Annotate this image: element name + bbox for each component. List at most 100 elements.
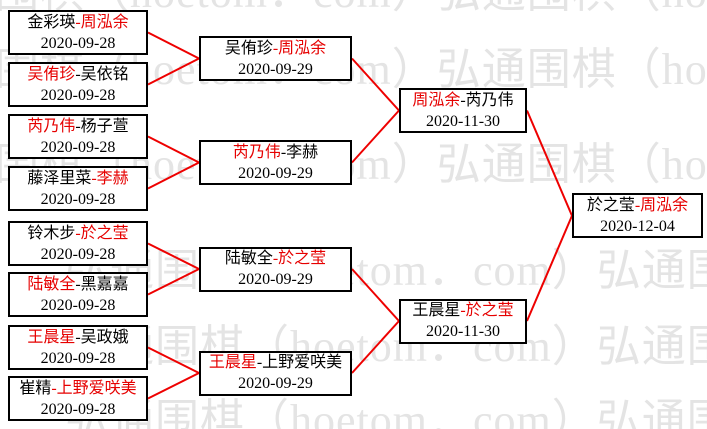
bracket-connector-line bbox=[147, 268, 200, 296]
player-name: 崔精 bbox=[19, 379, 52, 397]
match-players: 金彩瑛-周泓余 bbox=[27, 12, 128, 33]
winner-name: 吴侑珍 bbox=[27, 65, 76, 83]
winner-name: 上野爱咲美 bbox=[56, 379, 137, 397]
player-name: 王晨星 bbox=[412, 302, 461, 319]
match-box-round-1-2: 吴侑珍-吴依铭 2020-09-28 bbox=[8, 62, 148, 107]
match-date: 2020-09-29 bbox=[238, 271, 313, 288]
match-date: 2020-09-28 bbox=[40, 296, 116, 314]
bracket-connector-line bbox=[351, 109, 400, 164]
player-name: 黑嘉嘉 bbox=[80, 275, 129, 293]
name-separator: - bbox=[280, 143, 287, 161]
match-date: 2020-12-04 bbox=[600, 217, 675, 235]
name-separator: - bbox=[460, 302, 466, 319]
winner-name: 王晨星 bbox=[208, 354, 257, 371]
match-box-semifinals-1: 周泓余-芮乃伟 2020-11-30 bbox=[399, 88, 527, 133]
winner-name: 陆敏全 bbox=[27, 275, 76, 293]
match-date: 2020-09-28 bbox=[40, 138, 116, 156]
name-separator: - bbox=[272, 39, 279, 57]
match-players: 於之莹-周泓余 bbox=[587, 195, 688, 216]
match-box-round-2-4: 王晨星-上野爱咲美 2020-09-29 bbox=[199, 350, 352, 396]
match-players: 芮乃伟-杨子萱 bbox=[27, 116, 128, 137]
match-players: 藤泽里菜-李赫 bbox=[27, 168, 128, 189]
bracket-connector-line bbox=[147, 346, 200, 374]
player-name: 芮乃伟 bbox=[465, 91, 514, 109]
name-separator: - bbox=[75, 275, 81, 293]
match-date: 2020-09-28 bbox=[40, 190, 116, 208]
match-players: 芮乃伟-李赫 bbox=[233, 142, 318, 163]
watermark-text: 弘通围棋（hoetom．com）弘通围棋（hoetom．com） bbox=[65, 246, 707, 295]
player-name: 藤泽里菜 bbox=[27, 169, 92, 187]
player-name: 李赫 bbox=[286, 143, 319, 161]
match-players: 王晨星-吴政娥 bbox=[27, 327, 128, 348]
match-date: 2020-09-28 bbox=[40, 86, 116, 104]
match-date: 2020-11-30 bbox=[425, 112, 501, 130]
match-date: 2020-11-30 bbox=[425, 323, 501, 340]
match-date: 2020-09-29 bbox=[238, 164, 313, 182]
name-separator: - bbox=[75, 65, 81, 83]
winner-name: 王晨星 bbox=[27, 328, 76, 346]
match-date: 2020-09-28 bbox=[40, 400, 116, 418]
winner-name: 周泓余 bbox=[80, 13, 129, 31]
player-name: 於之莹 bbox=[586, 196, 635, 214]
match-date: 2020-09-28 bbox=[40, 34, 116, 52]
winner-name: 周泓余 bbox=[278, 39, 327, 57]
bracket-connector-line bbox=[526, 215, 573, 322]
bracket-connector-line bbox=[147, 31, 200, 60]
player-name: 陆敏全 bbox=[224, 250, 273, 267]
name-separator: - bbox=[91, 169, 97, 187]
bracket-connector-line bbox=[147, 135, 200, 164]
match-box-semifinals-2: 王晨星-於之莹 2020-11-30 bbox=[399, 298, 527, 344]
match-players: 陆敏全-黑嘉嘉 bbox=[27, 274, 128, 295]
match-date: 2020-09-29 bbox=[238, 375, 313, 392]
winner-name: 周泓余 bbox=[412, 91, 461, 109]
player-name: 吴政娥 bbox=[80, 328, 129, 346]
bracket-connector-line bbox=[147, 372, 200, 400]
winner-name: 於之莹 bbox=[465, 302, 514, 319]
bracket-connector-line bbox=[147, 57, 200, 86]
player-name: 吴侑珍 bbox=[224, 39, 273, 57]
name-separator: - bbox=[75, 13, 81, 31]
name-separator: - bbox=[75, 117, 81, 135]
name-separator: - bbox=[634, 196, 641, 214]
winner-name: 周泓余 bbox=[640, 196, 689, 214]
player-name: 金彩瑛 bbox=[27, 13, 76, 31]
name-separator: - bbox=[75, 328, 81, 346]
bracket-connector-line bbox=[351, 320, 400, 374]
bracket-connector-line bbox=[351, 57, 400, 112]
winner-name: 於之莹 bbox=[278, 250, 327, 267]
match-players: 崔精-上野爱咲美 bbox=[19, 378, 136, 399]
match-players: 铃木步-於之莹 bbox=[27, 223, 128, 244]
name-separator: - bbox=[460, 91, 466, 109]
player-name: 杨子萱 bbox=[80, 117, 129, 135]
match-box-round-2-3: 陆敏全-於之莹 2020-09-29 bbox=[199, 246, 352, 292]
player-name: 上野爱咲美 bbox=[262, 354, 343, 371]
match-players: 王晨星-上野爱咲美 bbox=[209, 352, 342, 373]
match-players: 吴侑珍-周泓余 bbox=[225, 38, 326, 59]
bracket-connector-line bbox=[147, 161, 200, 190]
watermark-text: 弘通围棋（hoetom．com）弘通围棋（hoetom．com） bbox=[65, 322, 707, 371]
bracket-connector-line bbox=[526, 110, 573, 217]
bracket-connector-line bbox=[147, 242, 200, 270]
watermark-text: 弘通围棋（hoetom．com）弘通围棋（hoetom．com） bbox=[65, 396, 707, 429]
match-date: 2020-09-29 bbox=[238, 60, 313, 78]
match-players: 陆敏全-於之莹 bbox=[225, 248, 326, 269]
match-date: 2020-09-28 bbox=[40, 245, 116, 263]
bracket-connector-line bbox=[351, 268, 400, 322]
match-date: 2020-09-28 bbox=[40, 349, 116, 367]
winner-name: 芮乃伟 bbox=[232, 143, 281, 161]
match-players: 王晨星-於之莹 bbox=[412, 300, 513, 321]
player-name: 吴依铭 bbox=[80, 65, 129, 83]
